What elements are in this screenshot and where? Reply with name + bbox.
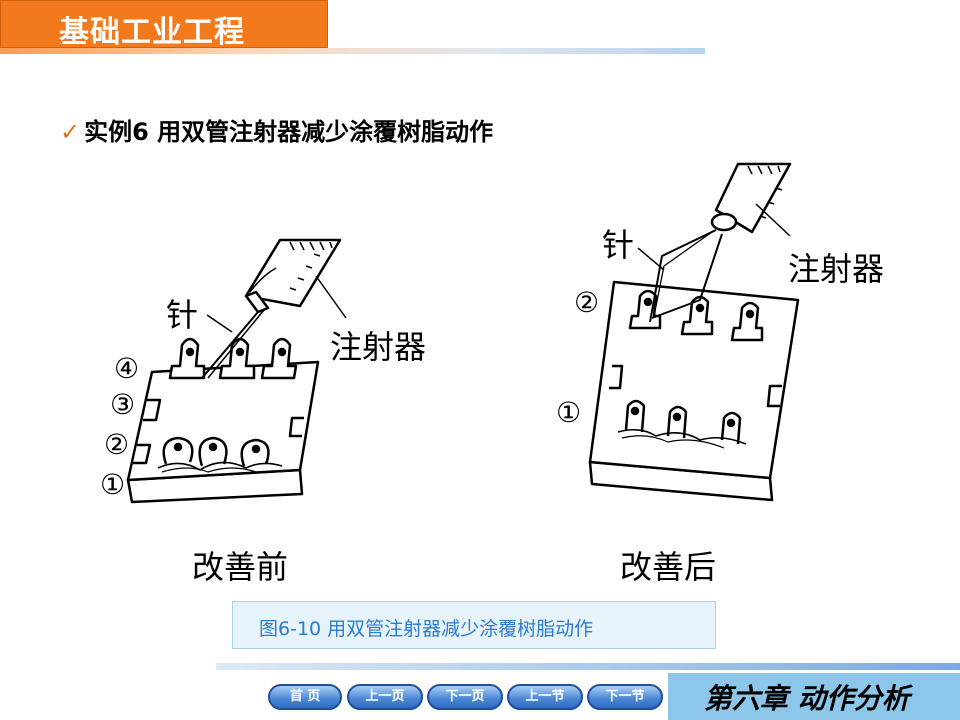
- figure-caption-box: 图6-10 用双管注射器减少涂覆树脂动作: [232, 601, 716, 649]
- chapter-title: 第六章 动作分析: [704, 682, 910, 715]
- needle-label-before: 针: [166, 296, 199, 334]
- heading-text: 实例6 用双管注射器减少涂覆树脂动作: [84, 118, 494, 146]
- double-syringe: [637, 162, 792, 323]
- needle-label-after: 针: [602, 226, 635, 264]
- checkmark-icon: ✓: [60, 118, 81, 146]
- terminals-coated-after: [617, 399, 747, 449]
- footer-divider: [216, 663, 960, 670]
- home-button[interactable]: 首 页: [268, 684, 342, 710]
- chapter-banner: 第六章 动作分析: [668, 673, 960, 720]
- board-before: [126, 238, 347, 504]
- after-caption: 改善后: [620, 548, 717, 586]
- figure-caption: 图6-10 用双管注射器减少涂覆树脂动作: [259, 618, 594, 640]
- header-divider: [0, 48, 705, 54]
- terminals-top: [168, 337, 298, 380]
- step-2-after: ②: [574, 286, 600, 319]
- single-syringe: [201, 238, 347, 379]
- title-banner: 基础工业工程: [0, 0, 328, 50]
- step-3-before: ③: [110, 388, 136, 421]
- next-section-button[interactable]: 下一节: [587, 684, 663, 710]
- syringe-label-after: 注射器: [788, 250, 885, 288]
- step-1-before: ①: [100, 468, 126, 501]
- step-1-after: ①: [556, 396, 582, 429]
- slide-heading: ✓实例6 用双管注射器减少涂覆树脂动作: [60, 112, 493, 147]
- before-caption: 改善前: [192, 548, 289, 586]
- prev-section-button[interactable]: 上一节: [507, 684, 583, 710]
- prev-page-button[interactable]: 上一页: [347, 684, 423, 710]
- step-2-before: ②: [104, 428, 130, 461]
- syringe-label-before: 注射器: [330, 328, 427, 366]
- next-page-button[interactable]: 下一页: [427, 684, 503, 710]
- board-after: [588, 162, 800, 502]
- course-title: 基础工业工程: [59, 15, 245, 50]
- terminals-coated: [157, 436, 283, 473]
- step-4-before: ④: [114, 352, 140, 385]
